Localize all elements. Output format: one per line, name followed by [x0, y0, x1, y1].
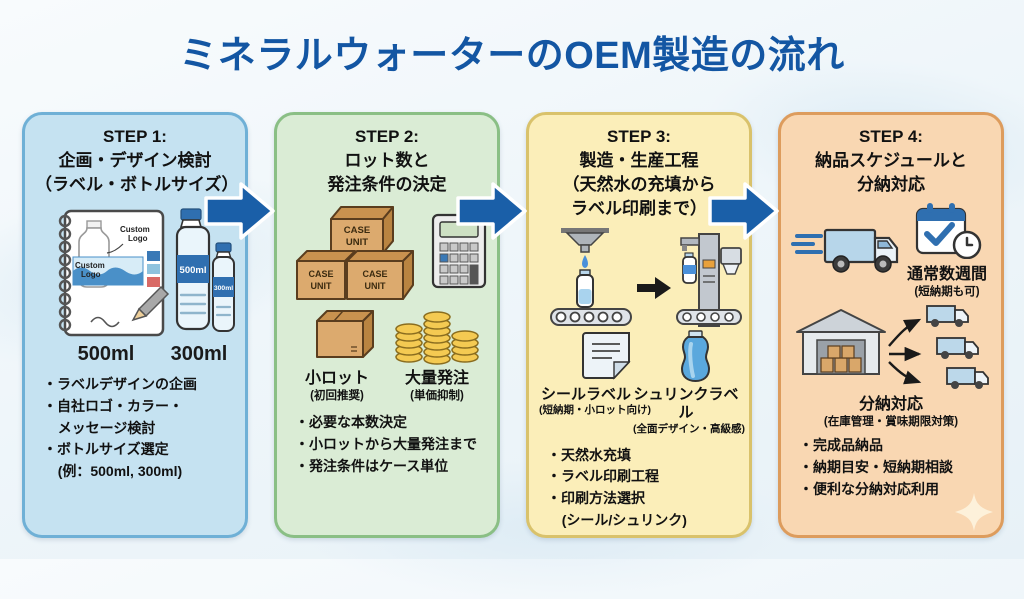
step1-header: STEP 1: 企画・デザイン検討 （ラベル・ボトルサイズ）	[35, 127, 239, 195]
shrink-label-group: シュリンクラベル (全面デザイン・高級感)	[633, 385, 745, 437]
bullet-item: 便利な分納対応利用	[799, 479, 991, 501]
step4-top-row: 通常数週間 (短納期も可)	[791, 201, 991, 300]
step1-bullets: ラベルデザインの企画 自社ロゴ・カラー・ メッセージ検討 ボトルサイズ選定 (例…	[35, 374, 235, 482]
shrink-sub: (全面デザイン・高級感)	[633, 423, 745, 435]
warehouse-icon	[796, 309, 886, 376]
clock-icon	[952, 231, 982, 260]
seal-label: シールラベル	[540, 385, 631, 403]
bullet-item: ボトルサイズ選定 (例：500ml, 300ml)	[43, 439, 235, 482]
caption-500ml: 500ml	[77, 343, 135, 366]
step3-card: STEP 3: 製造・生産工程 （天然水の充填から ラベル印刷まで）	[526, 112, 752, 538]
custom-logo-text: Logo	[81, 270, 101, 279]
bulk-order-label-group: 大量発注 (単価抑制)	[387, 369, 487, 404]
bottle-300ml-icon: 300ml	[212, 242, 235, 333]
step2-header: STEP 2: ロット数と 発注条件の決定	[327, 127, 447, 195]
shrink-bottle-icon	[680, 329, 711, 382]
custom-logo-text: Custom	[75, 261, 105, 270]
custom-logo-text: Custom	[120, 225, 150, 234]
seal-sub: (短納期・小ロット向け)	[539, 404, 651, 417]
page-title: ミネラルウォーターのOEM製造の流れ	[179, 35, 845, 77]
case-unit-text: UNIT	[311, 281, 332, 291]
split-delivery-sub: (在庫管理・賞味期限対策)	[823, 416, 959, 429]
labeling-machine-icon	[676, 232, 742, 327]
bullet-item: 天然水充填	[547, 445, 739, 467]
step4-mid-illustration	[796, 305, 989, 390]
step2-bullets: 必要な本数決定 小ロットから大量発注まで 発注条件はケース単位	[287, 412, 487, 477]
seal-label-group: シールラベル (短納期・小ロット向け)	[539, 385, 651, 437]
sparkle-icon	[955, 493, 993, 531]
step3-mid-illustration	[582, 329, 711, 382]
split-delivery-label: 分納対応	[858, 396, 923, 414]
case-unit-text: UNIT	[346, 237, 368, 248]
coin-stacks-icon	[395, 311, 479, 366]
step-arrow-icon	[204, 182, 275, 240]
bullet-item: 自社ロゴ・カラー・ メッセージ検討	[43, 396, 235, 439]
step3-header: STEP 3: 製造・生産工程 （天然水の充填から ラベル印刷まで）	[562, 127, 716, 219]
truck-col	[791, 218, 903, 283]
bottle-label-text: 500ml	[180, 265, 207, 276]
bottle-captions: 500ml 300ml	[35, 343, 235, 366]
caption-300ml: 300ml	[170, 343, 228, 366]
split-arrows	[888, 319, 922, 385]
case-unit-text: UNIT	[365, 281, 386, 291]
step3-labels: シールラベル (短納期・小ロット向け) シュリンクラベル (全面デザイン・高級感…	[539, 385, 745, 437]
step2-card: STEP 2: ロット数と 発注条件の決定 CASE UNIT CASE UNI…	[274, 112, 500, 538]
step2-labels: 小ロット (初回推奨) 大量発注 (単価抑制)	[287, 369, 487, 404]
custom-logo-text: Logo	[128, 234, 148, 243]
step1-card: STEP 1: 企画・デザイン検討 （ラベル・ボトルサイズ） Custom Lo…	[22, 112, 248, 538]
bullet-item: 小ロットから大量発注まで	[295, 434, 487, 456]
step3-top-illustration	[550, 227, 742, 327]
flow-arrow-icon	[637, 276, 671, 299]
step2-mid-illustration	[316, 310, 479, 366]
calendar-check-icon	[915, 203, 982, 260]
delivery-time-sub: (短納期も可)	[914, 286, 980, 299]
split-trucks-icon	[926, 305, 989, 390]
case-unit-text: CASE	[362, 269, 387, 279]
sticker-sheet-icon	[582, 331, 631, 380]
bullet-item: ラベル印刷工程	[547, 466, 739, 488]
step4-card: STEP 4: 納品スケジュールと 分納対応	[778, 112, 1004, 538]
delivery-time-label: 通常数週間	[906, 266, 987, 284]
step4-header: STEP 4: 納品スケジュールと 分納対応	[815, 127, 967, 195]
bullet-item: ラベルデザインの企画	[43, 374, 235, 396]
bullet-item: 納期目安・短納期相談	[799, 457, 991, 479]
bullet-item: 必要な本数決定	[295, 412, 487, 434]
filling-line-icon	[550, 227, 632, 326]
pencil-icon	[90, 286, 170, 328]
small-lot-sub: (初回推奨)	[310, 390, 364, 403]
bulk-order-label: 大量発注	[404, 370, 469, 388]
delivery-truck-icon	[791, 229, 899, 274]
shrink-label: シュリンクラベル	[633, 385, 739, 422]
small-box-icon	[316, 310, 374, 359]
step-arrow-icon	[708, 182, 779, 240]
step-arrow-icon	[456, 182, 527, 240]
case-unit-text: CASE	[344, 225, 370, 236]
bullet-item: 印刷方法選択 (シール/シュリンク)	[547, 488, 739, 531]
step3-bullets: 天然水充填 ラベル印刷工程 印刷方法選択 (シール/シュリンク)	[539, 445, 739, 532]
calculator-icon	[431, 214, 487, 289]
case-unit-text: CASE	[308, 269, 333, 279]
step2-top-illustration: CASE UNIT CASE UNIT CASE UNIT	[296, 206, 487, 301]
bottle-label-text: 300ml	[214, 285, 233, 292]
bullet-item: 完成品納品	[799, 435, 991, 457]
bulk-order-sub: (単価抑制)	[410, 390, 464, 403]
step1-illustration: Custom Logo Custom Logo 500ml	[58, 208, 235, 337]
step4-bullets: 完成品納品 納期目安・短納期相談 便利な分納対応利用	[791, 435, 991, 500]
notebook-icon: Custom Logo Custom Logo	[58, 210, 165, 337]
small-lot-label: 小ロット	[304, 370, 369, 388]
steps-container: STEP 1: 企画・デザイン検討 （ラベル・ボトルサイズ） Custom Lo…	[22, 112, 1004, 538]
schedule-col: 通常数週間 (短納期も可)	[903, 201, 991, 300]
bottle-500ml-icon: 500ml	[175, 208, 211, 331]
case-boxes-icon: CASE UNIT CASE UNIT CASE UNIT	[296, 206, 414, 301]
small-lot-label-group: 小ロット (初回推奨)	[287, 369, 387, 404]
bullet-item: 発注条件はケース単位	[295, 456, 487, 478]
